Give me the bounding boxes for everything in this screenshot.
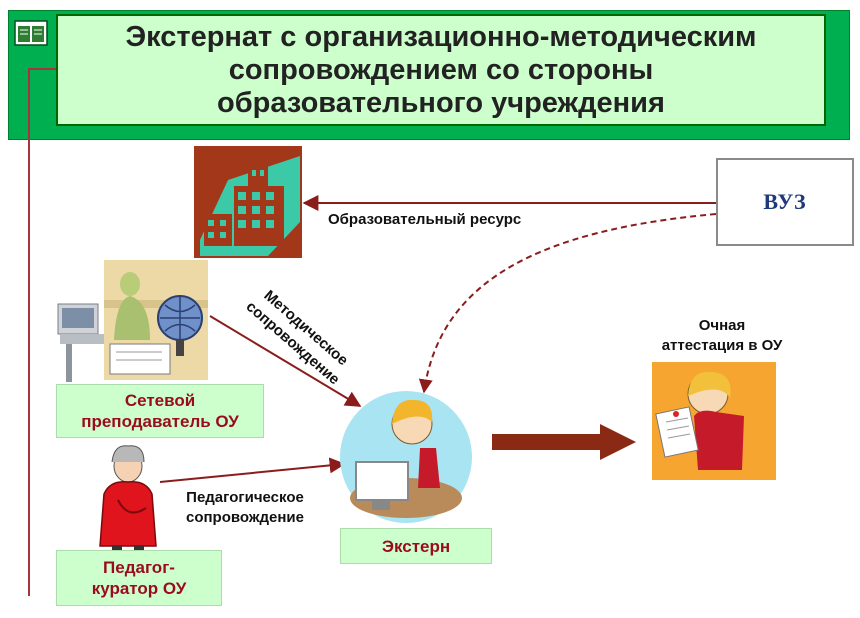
curator-label: Педагог- куратор ОУ bbox=[56, 550, 222, 606]
side-connector-line bbox=[28, 68, 30, 596]
vuz-box: ВУЗ bbox=[716, 158, 854, 246]
big-arrow bbox=[492, 424, 636, 460]
student-at-computer-illustration bbox=[340, 391, 472, 523]
vuz-to-extern-dashed-arrow bbox=[418, 213, 717, 394]
pedagogical-arrow bbox=[159, 457, 346, 483]
methodical-arrow bbox=[209, 315, 362, 407]
page-title: Экстернат с организационно-методическим … bbox=[125, 20, 757, 119]
extern-label: Экстерн bbox=[340, 528, 492, 564]
side-connector-line-top bbox=[28, 68, 56, 70]
pedagogical-support-label: Педагогическое сопровождение bbox=[185, 489, 304, 526]
school-building-icon bbox=[194, 146, 302, 258]
teacher-with-globe-illustration bbox=[57, 260, 208, 382]
educational-resource-label: Образовательный ресурс bbox=[328, 211, 522, 228]
student-with-certificate-illustration bbox=[652, 362, 776, 480]
network-teacher-label: Сетевой преподаватель ОУ bbox=[56, 384, 264, 438]
attestation-label: Очная аттестация в ОУ bbox=[661, 317, 783, 354]
woman-in-red-illustration bbox=[99, 445, 157, 554]
book-icon bbox=[14, 20, 48, 46]
title-box bbox=[56, 14, 826, 126]
